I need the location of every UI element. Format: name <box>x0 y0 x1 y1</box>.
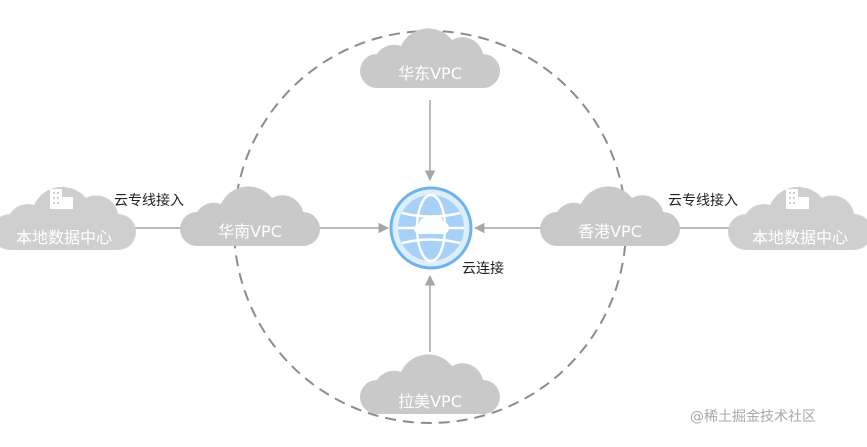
cloud-vpc-hk <box>540 186 680 246</box>
direct-connect-left-label: 云专线接入 <box>114 193 184 209</box>
vpc-hk-label: 香港VPC <box>578 222 642 241</box>
vpc-east-label: 华东VPC <box>398 64 462 83</box>
cloud-connect-hub-icon <box>389 186 473 270</box>
watermark: @稀土掘金技术社区 <box>690 409 816 425</box>
building-icon <box>50 189 73 209</box>
building-icon <box>786 189 809 209</box>
dc-right-label: 本地数据中心 <box>751 228 849 247</box>
cloud-dc-left <box>0 186 136 250</box>
cloud-vpc-south <box>180 186 320 246</box>
vpc-latam-label: 拉美VPC <box>398 392 462 411</box>
cloud-dc-right <box>728 186 867 250</box>
cloud-vpc-latam <box>360 354 500 414</box>
direct-connect-right-label: 云专线接入 <box>668 193 738 209</box>
hub-label: 云连接 <box>462 261 504 277</box>
vpc-south-label: 华南VPC <box>218 222 282 241</box>
dc-left-label: 本地数据中心 <box>15 228 113 247</box>
cloud-vpc-east <box>360 28 500 88</box>
